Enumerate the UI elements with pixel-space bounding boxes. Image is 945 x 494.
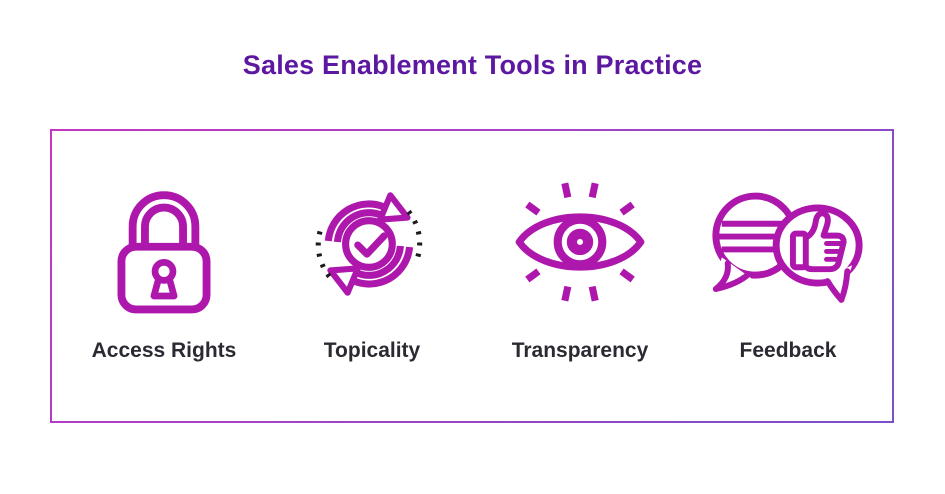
lock-icon (108, 173, 220, 315)
content-panel: Access Rights (50, 129, 894, 423)
item-label: Transparency (511, 339, 649, 362)
item-label: Feedback (739, 339, 837, 362)
sync-check-icon (306, 173, 438, 315)
item-label: Topicality (323, 339, 421, 362)
column-access-rights: Access Rights (60, 173, 268, 421)
column-feedback: Feedback (684, 173, 892, 421)
column-transparency: Transparency (476, 173, 684, 421)
chat-thumbs-up-icon (704, 173, 872, 315)
column-topicality: Topicality (268, 173, 476, 421)
item-label: Access Rights (91, 339, 237, 362)
eye-icon (504, 173, 656, 315)
page-title: Sales Enablement Tools in Practice (242, 50, 703, 80)
